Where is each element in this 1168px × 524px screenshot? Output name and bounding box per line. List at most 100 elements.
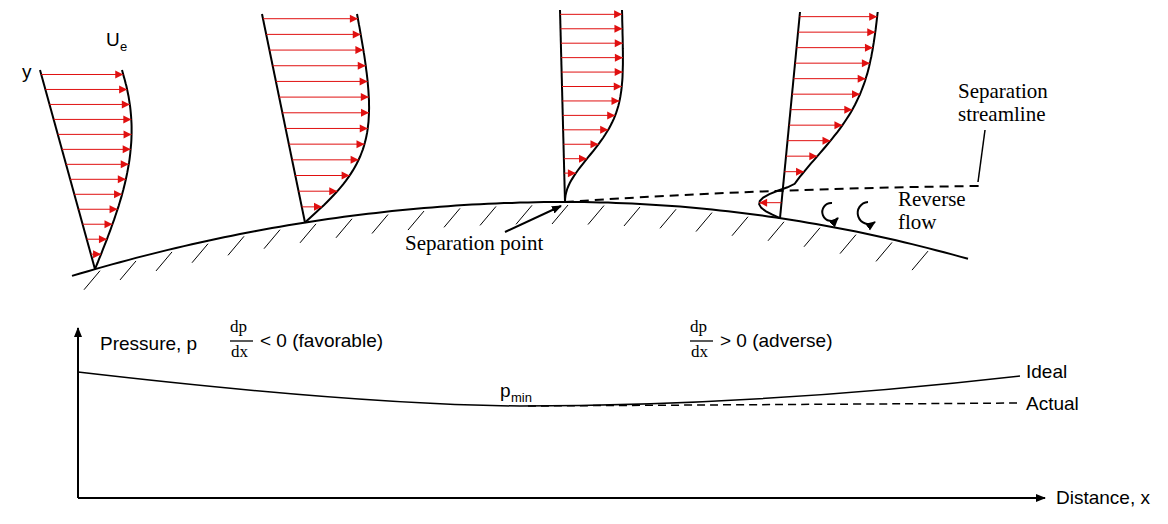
velocity-arrow xyxy=(282,112,369,113)
arrow-head xyxy=(590,140,598,148)
arrow-head xyxy=(568,169,576,177)
hatch-stroke xyxy=(120,261,136,280)
arrow-head xyxy=(358,62,366,70)
hatch-stroke xyxy=(192,244,208,263)
gradient-note: > 0 (adverse) xyxy=(720,331,832,352)
fraction-part: dx xyxy=(231,343,248,362)
arrow-head xyxy=(361,109,369,117)
velocity-arrow xyxy=(561,57,623,58)
arrow-head xyxy=(862,59,870,67)
velocity-arrow xyxy=(70,179,126,180)
callout-label: Separation streamline xyxy=(958,80,1078,126)
velocity-arrow xyxy=(269,50,363,51)
hatch-stroke xyxy=(732,217,748,236)
velocity-arrow xyxy=(797,47,873,48)
velocity-arrow xyxy=(66,164,129,165)
arrow-head xyxy=(104,220,112,228)
curve-label: Actual xyxy=(1026,394,1079,415)
arrow-head xyxy=(119,85,127,93)
fraction-bar xyxy=(690,340,713,341)
hatch-stroke xyxy=(156,252,172,271)
hatch-stroke xyxy=(588,206,604,225)
velocity-arrow xyxy=(292,159,359,160)
velocity-arrow xyxy=(562,72,623,73)
velocity-arrow xyxy=(792,94,860,95)
velocity-arrow xyxy=(58,134,132,135)
arrow-head xyxy=(852,90,860,98)
velocity-profile xyxy=(565,10,623,202)
arrow-head xyxy=(361,93,369,101)
velocity-arrow xyxy=(62,149,131,150)
min-pressure-label: p xyxy=(500,381,511,402)
hatch-stroke xyxy=(624,207,640,226)
arrow-head xyxy=(614,25,622,33)
axis-line xyxy=(77,328,79,498)
arrow-head xyxy=(329,187,337,195)
arrow-head xyxy=(360,77,368,85)
hatch-stroke xyxy=(552,205,568,224)
hatch-stroke xyxy=(480,206,496,225)
velocity-arrow xyxy=(798,32,875,33)
arrow-head xyxy=(118,175,126,183)
hatch-stroke xyxy=(696,213,712,232)
arrow-head xyxy=(356,140,364,148)
arrow-head xyxy=(809,152,817,160)
curve-label: Ideal xyxy=(1026,362,1067,383)
velocity-profiles xyxy=(40,10,878,269)
velocity-arrow xyxy=(794,78,866,79)
velocity-arrow xyxy=(560,28,622,29)
velocity-arrow xyxy=(279,97,369,98)
arrow-head xyxy=(796,168,804,176)
leader-line xyxy=(978,130,985,182)
axis-label: Pressure, p xyxy=(100,334,197,355)
hatch-stroke xyxy=(408,211,424,230)
arrow-head xyxy=(123,115,131,123)
hatch-stroke xyxy=(444,208,460,227)
wall-surface xyxy=(72,202,968,290)
axis-label: y xyxy=(22,62,32,83)
callout-label: Reverse flow xyxy=(898,188,978,234)
arrow-head xyxy=(759,199,767,207)
arrow-head xyxy=(350,15,358,23)
hatch-stroke xyxy=(228,236,244,255)
wall-line xyxy=(72,202,968,276)
arrow-head xyxy=(614,10,622,18)
arrow-head xyxy=(93,250,101,258)
hatch-stroke xyxy=(912,251,928,270)
arrow-head xyxy=(615,54,623,62)
profile-axis xyxy=(780,12,800,218)
arrow-head xyxy=(869,13,877,21)
subscript: e xyxy=(120,40,127,54)
axis-line xyxy=(78,497,1045,499)
arrow-head xyxy=(611,97,619,105)
arrow-head xyxy=(579,155,587,163)
arrow-head xyxy=(600,126,608,134)
hatch-stroke xyxy=(300,224,316,243)
arrow-head xyxy=(360,124,368,132)
arrow-head xyxy=(121,160,129,168)
hatch-stroke xyxy=(84,271,100,290)
velocity-arrow xyxy=(295,175,349,176)
arrow-head xyxy=(355,46,363,54)
swirl-arrow xyxy=(858,202,875,224)
velocity-arrow xyxy=(273,65,366,66)
velocity-arrow xyxy=(41,74,123,75)
subscript: min xyxy=(511,391,532,405)
arrow-head xyxy=(615,68,623,76)
hatch-stroke xyxy=(336,219,352,238)
velocity-arrow xyxy=(561,43,623,44)
velocity-arrow xyxy=(795,63,870,64)
fraction-part: dp xyxy=(230,318,247,337)
fraction-part: dx xyxy=(691,343,708,362)
velocity-arrow xyxy=(50,104,130,105)
arrow-head xyxy=(110,205,118,213)
arrow-head xyxy=(834,121,842,129)
hatch-stroke xyxy=(264,230,280,249)
velocity-arrow xyxy=(276,81,368,82)
ideal-curve xyxy=(78,372,1020,406)
velocity-arrow xyxy=(800,16,878,17)
arrow-head xyxy=(314,203,322,211)
arrow-head xyxy=(615,39,623,47)
velocity-arrow xyxy=(289,144,365,145)
